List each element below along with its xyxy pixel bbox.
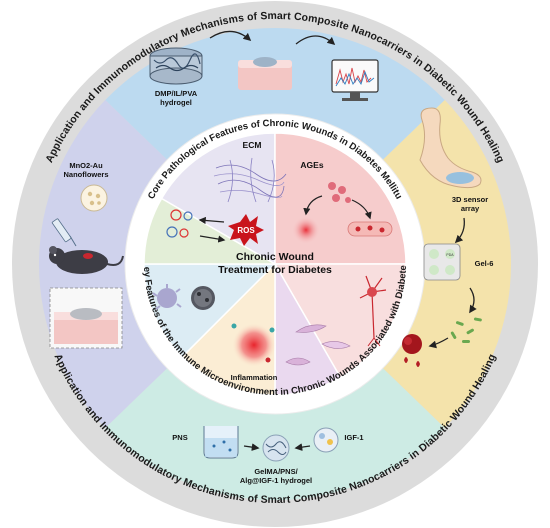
sector-ros bbox=[143, 197, 278, 265]
arrow-ages-right-icon bbox=[351, 199, 372, 220]
ages-molecule-icon bbox=[328, 182, 351, 203]
blood-wound-icon bbox=[402, 334, 422, 367]
arrow-bottom-1-icon bbox=[243, 443, 260, 451]
nanoflower-label-line2: Nanoflowers bbox=[63, 170, 108, 179]
syringe-icon bbox=[51, 218, 77, 247]
foot-icon bbox=[419, 107, 482, 189]
center-title-line1: Chronic Wound bbox=[236, 251, 314, 263]
panel-bottom bbox=[105, 368, 445, 500]
center-title-line2: Treatment for Diabetes bbox=[218, 264, 332, 276]
skin-patch-icon bbox=[238, 57, 292, 90]
hydrogel-disc-icon bbox=[149, 47, 203, 85]
arrow-top-2-icon bbox=[295, 35, 336, 46]
ages-label: AGEs bbox=[300, 160, 323, 170]
arrow-right-1-icon bbox=[454, 217, 465, 244]
inflammation-dot-1-icon bbox=[231, 323, 237, 329]
fibroblast-icon bbox=[285, 324, 351, 366]
beaker-icon bbox=[203, 426, 239, 459]
ecm-label: ECM bbox=[243, 140, 262, 150]
skin-layer-icon bbox=[54, 308, 118, 344]
neuron-icon bbox=[359, 275, 387, 347]
gelma-label-line1: GelMA/PNS/ bbox=[254, 467, 298, 476]
inflammation-dot-3-icon bbox=[265, 357, 271, 363]
sensor-chip-icon: PDA bbox=[423, 243, 461, 281]
mouse-icon bbox=[49, 246, 124, 274]
bacteria-icon bbox=[450, 317, 482, 343]
vessel-icon bbox=[347, 221, 393, 237]
gelma-label-line2: Alg@IGF-1 hydrogel bbox=[240, 476, 312, 485]
inflammation-label: Inflammation bbox=[231, 373, 278, 382]
ecm-fiber-icon bbox=[213, 157, 287, 203]
arrow-right-3-icon bbox=[428, 337, 449, 349]
gel6-label: Gel-6 bbox=[475, 259, 494, 268]
sensor-label-line1: 3D sensor bbox=[452, 195, 488, 204]
arrow-ros-right-icon bbox=[199, 235, 226, 243]
igf-particle-icon bbox=[313, 427, 339, 453]
hydrogel-label-line1: DMP/IL/PVA bbox=[155, 89, 198, 98]
igf-label: IGF-1 bbox=[344, 433, 363, 442]
arrow-right-2-icon bbox=[469, 287, 477, 314]
monitor-chart-icon bbox=[331, 59, 379, 101]
arrow-top-1-icon bbox=[209, 30, 252, 42]
inflammation-glow-icon bbox=[232, 323, 276, 367]
immune-cell-icon bbox=[152, 284, 215, 310]
ros-label: ROS bbox=[237, 226, 255, 235]
ros-molecules-icon bbox=[166, 209, 193, 238]
arrow-ros-left-icon bbox=[198, 216, 225, 225]
arrow-bottom-2-icon bbox=[294, 443, 311, 451]
nanoflower-label-line1: MnO2-Au bbox=[69, 161, 103, 170]
inflammation-dot-2-icon bbox=[269, 327, 275, 333]
ros-burst-icon bbox=[228, 214, 264, 246]
sector-immune bbox=[143, 263, 277, 358]
sensor-label-line2: array bbox=[461, 204, 480, 213]
hydrogel-label-line2: hydrogel bbox=[160, 98, 192, 107]
gel-network-icon bbox=[262, 434, 290, 462]
pns-label: PNS bbox=[172, 433, 187, 442]
ages-glow-icon bbox=[292, 216, 320, 244]
nanoflower-dish-icon bbox=[80, 184, 108, 212]
sensor-chip-text: PDA bbox=[446, 253, 454, 257]
arrow-ages-left-icon bbox=[303, 195, 323, 216]
